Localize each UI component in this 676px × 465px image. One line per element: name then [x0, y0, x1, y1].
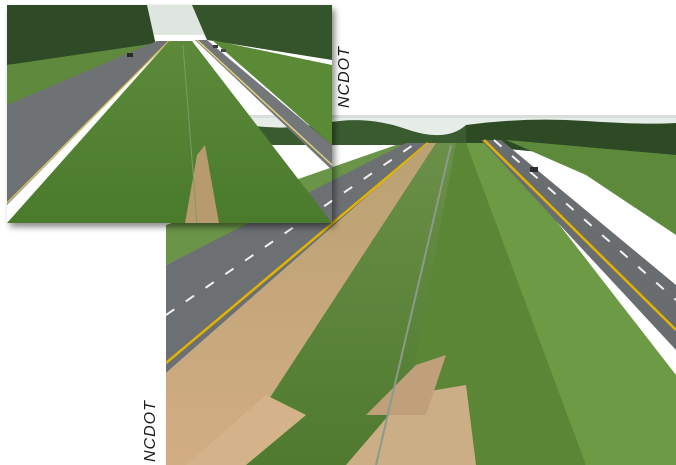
- photo-credit-bottom: NCDOT: [142, 400, 159, 462]
- highway-median-photo-inset: [7, 5, 332, 223]
- photo-credit-top: NCDOT: [336, 46, 353, 108]
- highway-median-photo-main: [166, 115, 676, 465]
